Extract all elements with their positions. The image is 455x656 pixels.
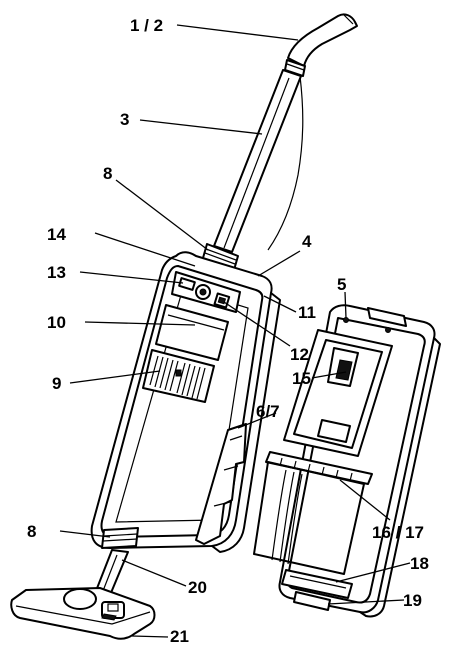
label-8-top: 8 [103, 164, 112, 183]
dust-window [155, 304, 229, 361]
label-13: 13 [47, 263, 66, 282]
label-5: 5 [337, 275, 346, 294]
label-14: 14 [47, 225, 66, 244]
label-10: 10 [47, 313, 66, 332]
battery-pack [195, 423, 247, 545]
cable-strap [267, 75, 304, 251]
bottom-collar [101, 527, 139, 549]
detached-cover [253, 304, 441, 618]
label-15: 15 [292, 369, 311, 388]
charge-indicator [178, 277, 196, 291]
label-4: 4 [302, 232, 312, 251]
label-11: 11 [298, 303, 316, 322]
label-9: 9 [52, 374, 61, 393]
label-3: 3 [120, 110, 129, 129]
label-12: 12 [290, 345, 309, 364]
label-6-7: 6/7 [256, 402, 280, 421]
label-16-17: 16 / 17 [372, 523, 424, 542]
label-1-2: 1 / 2 [130, 16, 163, 35]
label-18: 18 [410, 554, 429, 573]
handle-tube [213, 69, 302, 253]
leader-lines [59, 24, 411, 638]
control-panel [171, 271, 241, 313]
label-21: 21 [170, 627, 189, 646]
floor-nozzle [10, 549, 156, 640]
handle-grip [284, 13, 358, 77]
label-20: 20 [188, 578, 207, 597]
release-grille [142, 349, 215, 403]
label-8-bottom: 8 [27, 522, 36, 541]
callout-labels: 1 / 2 3 8 14 4 5 13 11 10 12 9 15 6/7 16… [27, 16, 429, 646]
label-19: 19 [403, 591, 422, 610]
